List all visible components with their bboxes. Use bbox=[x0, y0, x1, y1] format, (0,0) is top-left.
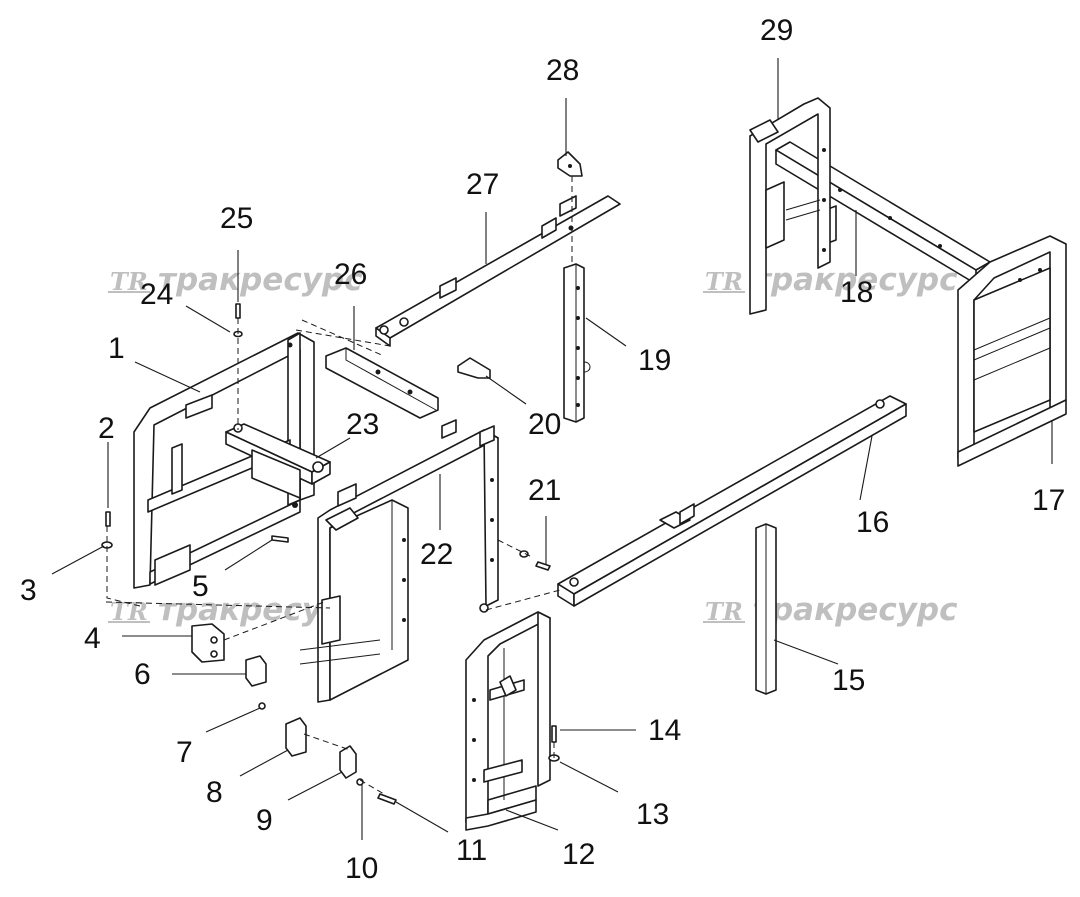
callout-6: 6 bbox=[134, 658, 151, 691]
callout-26: 26 bbox=[334, 258, 367, 291]
hardware bbox=[101, 303, 560, 805]
callout-14: 14 bbox=[648, 714, 681, 747]
part-12-front-frame bbox=[465, 611, 551, 831]
callout-16: 16 bbox=[856, 506, 889, 539]
watermark-text: тракресурс bbox=[158, 262, 363, 298]
callout-8: 8 bbox=[206, 776, 223, 809]
callout-21: 21 bbox=[528, 474, 561, 507]
watermark-1: TR тракресурс bbox=[108, 262, 363, 298]
watermark-2: TR тракресурс bbox=[703, 262, 958, 298]
callout-12: 12 bbox=[562, 838, 595, 871]
part-15-support-leg bbox=[755, 523, 777, 695]
callout-11: 11 bbox=[456, 834, 487, 867]
callout-24: 24 bbox=[140, 278, 173, 311]
part-26-bracket bbox=[325, 347, 439, 419]
callout-23: 23 bbox=[346, 408, 379, 441]
callout-29: 29 bbox=[760, 14, 793, 47]
watermark-text: тракресурс bbox=[753, 592, 958, 628]
callout-7: 7 bbox=[176, 736, 193, 769]
callout-9: 9 bbox=[256, 804, 273, 837]
leader-lines bbox=[51, 58, 1053, 840]
callout-5: 5 bbox=[192, 570, 209, 603]
part-22-center-frame bbox=[299, 419, 499, 703]
part-29-rear-frame bbox=[749, 97, 831, 315]
callout-numbers: 1 2 3 4 5 6 7 8 9 10 11 12 13 14 15 16 1… bbox=[20, 14, 1065, 885]
callout-4: 4 bbox=[84, 622, 101, 655]
callout-20: 20 bbox=[528, 408, 561, 441]
callout-3: 3 bbox=[20, 574, 37, 607]
callout-10: 10 bbox=[345, 852, 378, 885]
callout-27: 27 bbox=[466, 168, 499, 201]
part-20-clip bbox=[457, 357, 491, 379]
part-17-right-frame bbox=[957, 235, 1067, 467]
callout-15: 15 bbox=[832, 664, 865, 697]
callout-13: 13 bbox=[636, 798, 669, 831]
part-23-cross-member bbox=[225, 423, 331, 499]
callout-19: 19 bbox=[638, 344, 671, 377]
callout-25: 25 bbox=[220, 202, 253, 235]
callout-18: 18 bbox=[840, 276, 873, 309]
assembly-lines bbox=[105, 176, 573, 795]
watermark-4: TR тракресурс bbox=[703, 592, 958, 628]
callout-1: 1 bbox=[108, 332, 125, 365]
callout-28: 28 bbox=[546, 54, 579, 87]
callout-22: 22 bbox=[420, 538, 453, 571]
part-16-lower-beam bbox=[557, 395, 907, 607]
callout-2: 2 bbox=[98, 412, 115, 445]
callout-17: 17 bbox=[1032, 484, 1065, 517]
part-28-bracket bbox=[557, 151, 583, 177]
part-19-post bbox=[563, 263, 591, 423]
